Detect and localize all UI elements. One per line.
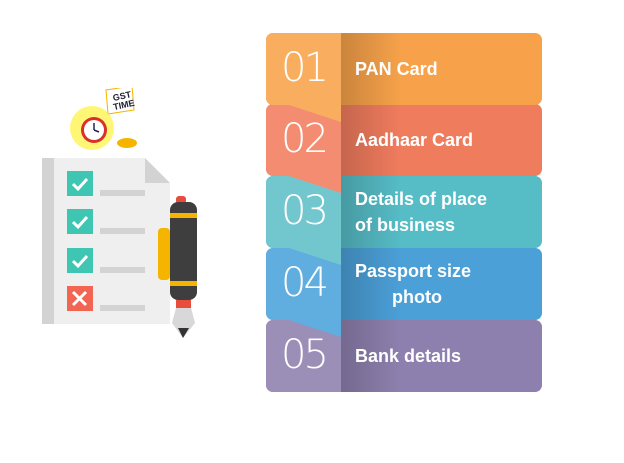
step-03: 03 Details of place of business xyxy=(266,176,542,265)
step-shadow xyxy=(341,33,401,105)
step-label: of business xyxy=(355,215,456,235)
step-04: 04 Passport size photo xyxy=(266,248,542,337)
step-number: 04 xyxy=(281,260,329,306)
checklist-illustration xyxy=(40,85,200,348)
step-number: 02 xyxy=(281,116,329,162)
step-01: 01 PAN Card xyxy=(266,33,542,122)
step-05: 05 Bank details xyxy=(266,320,542,392)
step-shadow xyxy=(341,104,401,176)
step-label: photo xyxy=(392,287,442,307)
step-shadow xyxy=(341,248,401,320)
step-shadow xyxy=(341,176,401,248)
step-number: 05 xyxy=(281,332,329,378)
step-number-tab xyxy=(266,33,341,105)
step-label: Details of place xyxy=(355,189,488,209)
step-shadow xyxy=(341,320,401,392)
step-label: Bank details xyxy=(355,346,462,366)
step-label: Aadhaar Card xyxy=(355,130,474,150)
step-02: 02 Aadhaar Card xyxy=(266,104,542,193)
step-number: 01 xyxy=(281,45,329,91)
step-label: PAN Card xyxy=(355,59,438,79)
step-label: Passport size xyxy=(355,261,472,281)
step-number: 03 xyxy=(281,188,329,234)
clipboard-pen-icon xyxy=(42,85,197,338)
